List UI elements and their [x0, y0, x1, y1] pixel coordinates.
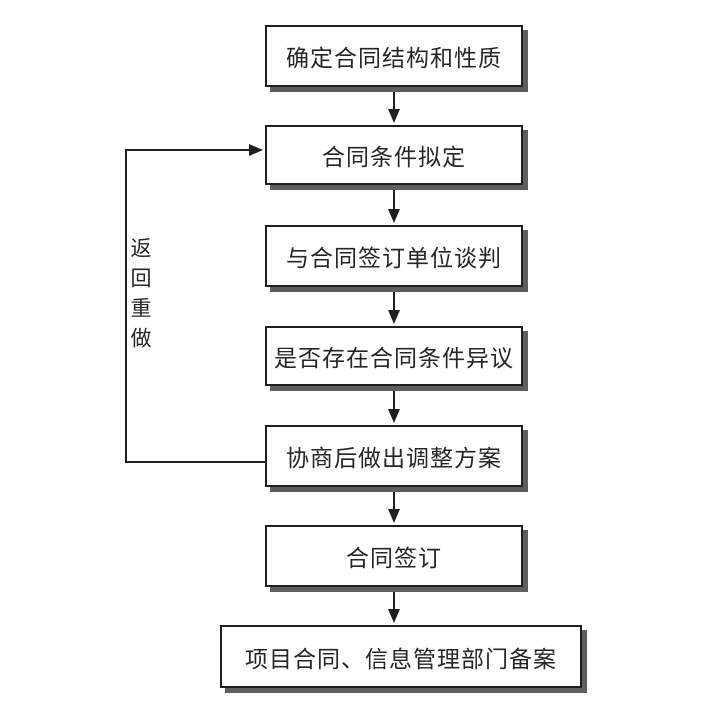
- flow-node-label: 合同签订: [346, 546, 442, 571]
- flow-node-check-objections: 是否存在合同条件异议: [265, 326, 523, 386]
- flow-node-department-filing: 项目合同、信息管理部门备案: [220, 625, 582, 688]
- edge-loop-back-to-draft: [125, 144, 265, 463]
- flow-node-adjustment-plan: 协商后做出调整方案: [265, 425, 523, 487]
- flow-node-label: 项目合同、信息管理部门备案: [245, 646, 557, 672]
- flow-node-draft-conditions: 合同条件拟定: [265, 125, 523, 185]
- loop-back-label: 返回重做: [128, 237, 152, 357]
- flow-node-sign-contract: 合同签订: [265, 525, 523, 587]
- flow-node-determine-structure: 确定合同结构和性质: [265, 25, 523, 87]
- flow-node-label: 合同条件拟定: [322, 145, 466, 170]
- flow-node-label: 与合同签订单位谈判: [286, 246, 502, 271]
- flow-node-label: 确定合同结构和性质: [286, 46, 502, 71]
- flow-node-label: 是否存在合同条件异议: [274, 346, 514, 371]
- flow-node-label: 协商后做出调整方案: [286, 446, 502, 471]
- flow-node-negotiate-with-unit: 与合同签订单位谈判: [265, 225, 523, 287]
